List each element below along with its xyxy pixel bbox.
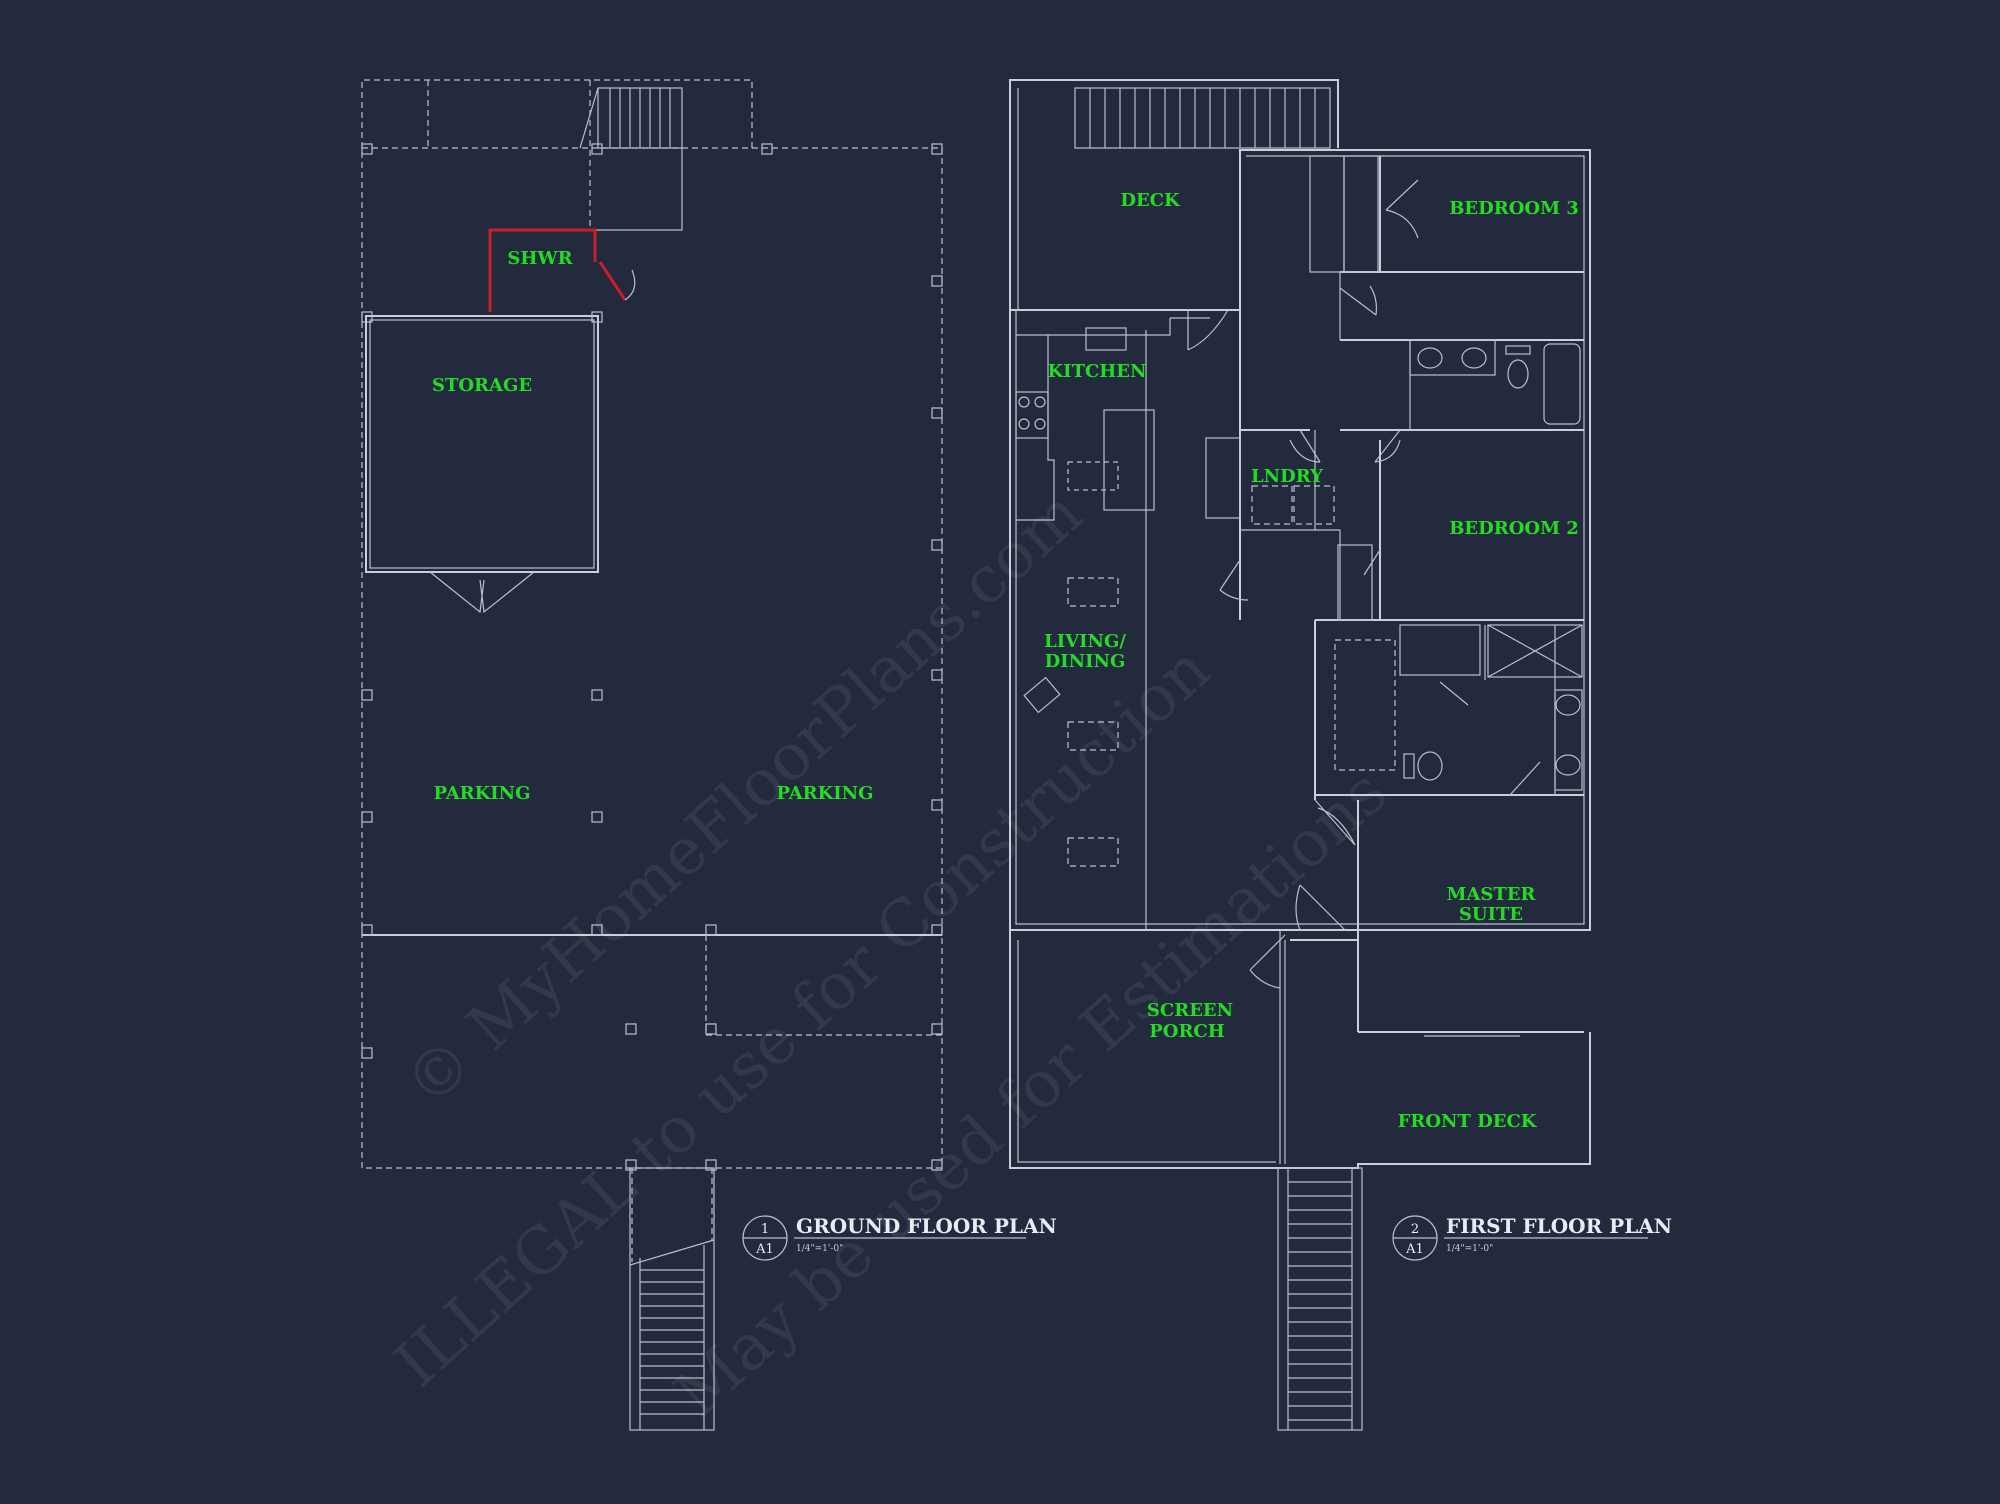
label-screen: SCREEN [1147,1000,1233,1021]
ground-floor-plan [361,79,943,1431]
interior-walls [1145,156,1584,1164]
bath-fixtures [1403,339,1583,791]
first-floor-deck-stair [1074,87,1331,149]
shower-enclosure [488,228,636,312]
room-labels: SHWR STORAGE PARKING PARKING DECK BEDROO… [432,190,1579,1132]
label-dining: DINING [1045,651,1126,672]
kitchen-fixtures [1015,317,1241,521]
label-storage: STORAGE [432,375,532,396]
label-suite: SUITE [1459,904,1523,925]
label-master: MASTER [1447,884,1537,905]
first-floor-plan [1009,79,1591,1431]
first-floor-title: FIRST FLOOR PLAN [1446,1214,1672,1238]
label-deck: DECK [1120,190,1181,211]
label-bedroom-2: BEDROOM 2 [1449,518,1579,539]
label-living: LIVING/ [1044,631,1126,652]
ground-floor-scale: 1/4"=1'-0" [796,1244,843,1254]
label-parking-left: PARKING [433,783,530,804]
closets [1309,155,1481,771]
watermark: © MyHomeFloorPlans.com ILLEGAL to use fo… [381,476,1401,1432]
column-markers [361,143,943,1171]
label-parking-right: PARKING [776,783,873,804]
first-floor-scale: 1/4"=1'-0" [1446,1244,1493,1254]
label-bedroom-3: BEDROOM 3 [1449,198,1579,219]
label-shwr: SHWR [507,248,573,269]
front-stair [1277,1167,1363,1431]
ground-floor-title: GROUND FLOOR PLAN [796,1214,1057,1238]
detail-sheet-2: A1 [1405,1242,1424,1257]
detail-number-1: 1 [761,1222,769,1237]
detail-number-2: 2 [1411,1222,1419,1237]
label-lndry: LNDRY [1251,466,1324,487]
ground-bottom-stair [629,1167,715,1431]
dining-tables [1023,577,1119,867]
label-porch: PORCH [1149,1021,1225,1042]
laundry-fixtures [1251,485,1335,525]
storage-room [365,315,599,614]
label-kitchen: KITCHEN [1048,361,1147,382]
door-swings [1187,179,1541,989]
title-first-floor: 2 A1 FIRST FLOOR PLAN 1/4"=1'-0" [1392,1214,1672,1261]
ground-top-stair [579,87,683,231]
title-ground-floor: 1 A1 GROUND FLOOR PLAN 1/4"=1'-0" [742,1214,1057,1261]
detail-sheet-1: A1 [755,1242,774,1257]
label-front-deck: FRONT DECK [1398,1111,1538,1132]
